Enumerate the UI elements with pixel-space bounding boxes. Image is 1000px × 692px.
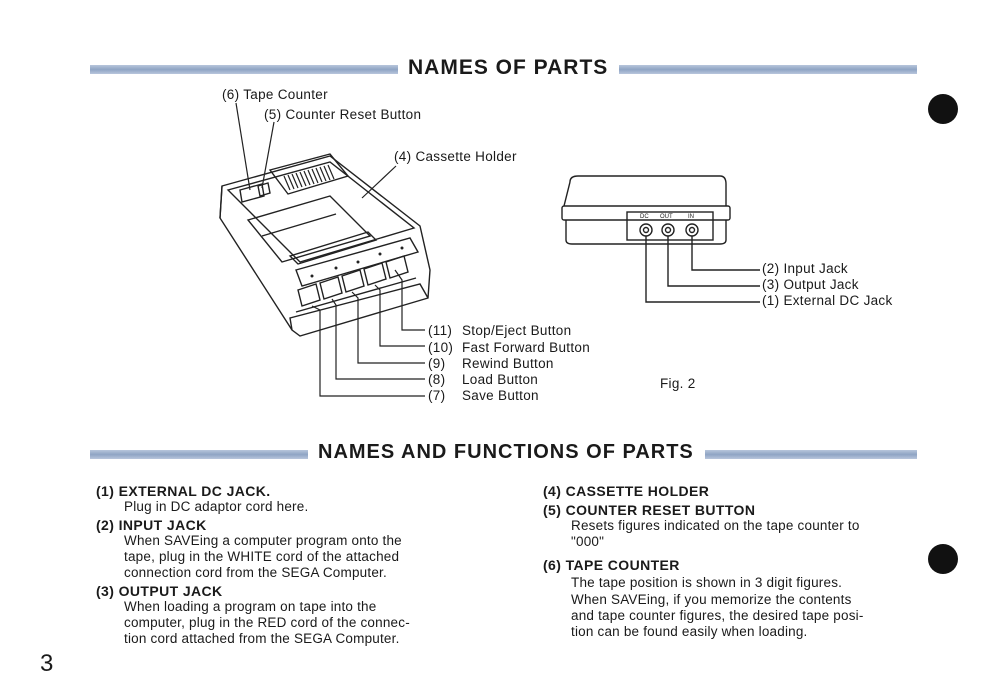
label-output-jack: (3) Output Jack bbox=[762, 277, 859, 292]
fig2-caption: Fig. 2 bbox=[660, 376, 696, 391]
binding-hole-top bbox=[928, 94, 958, 124]
section-input-jack: (2) INPUT JACK When SAVEing a computer p… bbox=[96, 517, 402, 580]
label-cassette-holder: (4) Cassette Holder bbox=[394, 149, 517, 164]
names-and-functions-heading: NAMES AND FUNCTIONS OF PARTS bbox=[318, 441, 694, 463]
page-number: 3 bbox=[40, 650, 54, 677]
heading-bar-right bbox=[619, 65, 917, 74]
section-tape-counter-note: When SAVEing, if you memorize the conten… bbox=[571, 592, 864, 639]
section-tape-counter: (6) TAPE COUNTER The tape position is sh… bbox=[543, 557, 843, 590]
binding-hole-bottom bbox=[928, 544, 958, 574]
section-external-dc-jack: (1) EXTERNAL DC JACK. Plug in DC adaptor… bbox=[96, 483, 309, 514]
names-of-parts-heading: NAMES OF PARTS bbox=[408, 56, 609, 79]
label-input-jack: (2) Input Jack bbox=[762, 261, 848, 276]
section-output-jack: (3) OUTPUT JACK When loading a program o… bbox=[96, 583, 410, 646]
heading-bar-left bbox=[90, 65, 398, 74]
heading2-bar-right bbox=[705, 450, 917, 459]
jack-label-out: OUT bbox=[660, 214, 673, 220]
label-external-dc-jack: (1) External DC Jack bbox=[762, 293, 893, 308]
section-counter-reset-button: (5) COUNTER RESET BUTTON Resets figures … bbox=[543, 502, 860, 549]
label-stop-eject: (11)Stop/Eject Button bbox=[428, 323, 572, 338]
label-fast-forward: (10)Fast Forward Button bbox=[428, 340, 590, 355]
heading2-bar-left bbox=[90, 450, 308, 459]
label-save: (7)Save Button bbox=[428, 388, 539, 403]
jack-label-dc: DC bbox=[640, 214, 649, 220]
label-load: (8)Load Button bbox=[428, 372, 539, 387]
label-counter-reset: (5) Counter Reset Button bbox=[264, 107, 422, 122]
jack-label-in: IN bbox=[688, 214, 694, 220]
label-rewind: (9)Rewind Button bbox=[428, 356, 554, 371]
section-cassette-holder: (4) CASSETTE HOLDER bbox=[543, 483, 710, 499]
label-tape-counter: (6) Tape Counter bbox=[222, 87, 328, 102]
